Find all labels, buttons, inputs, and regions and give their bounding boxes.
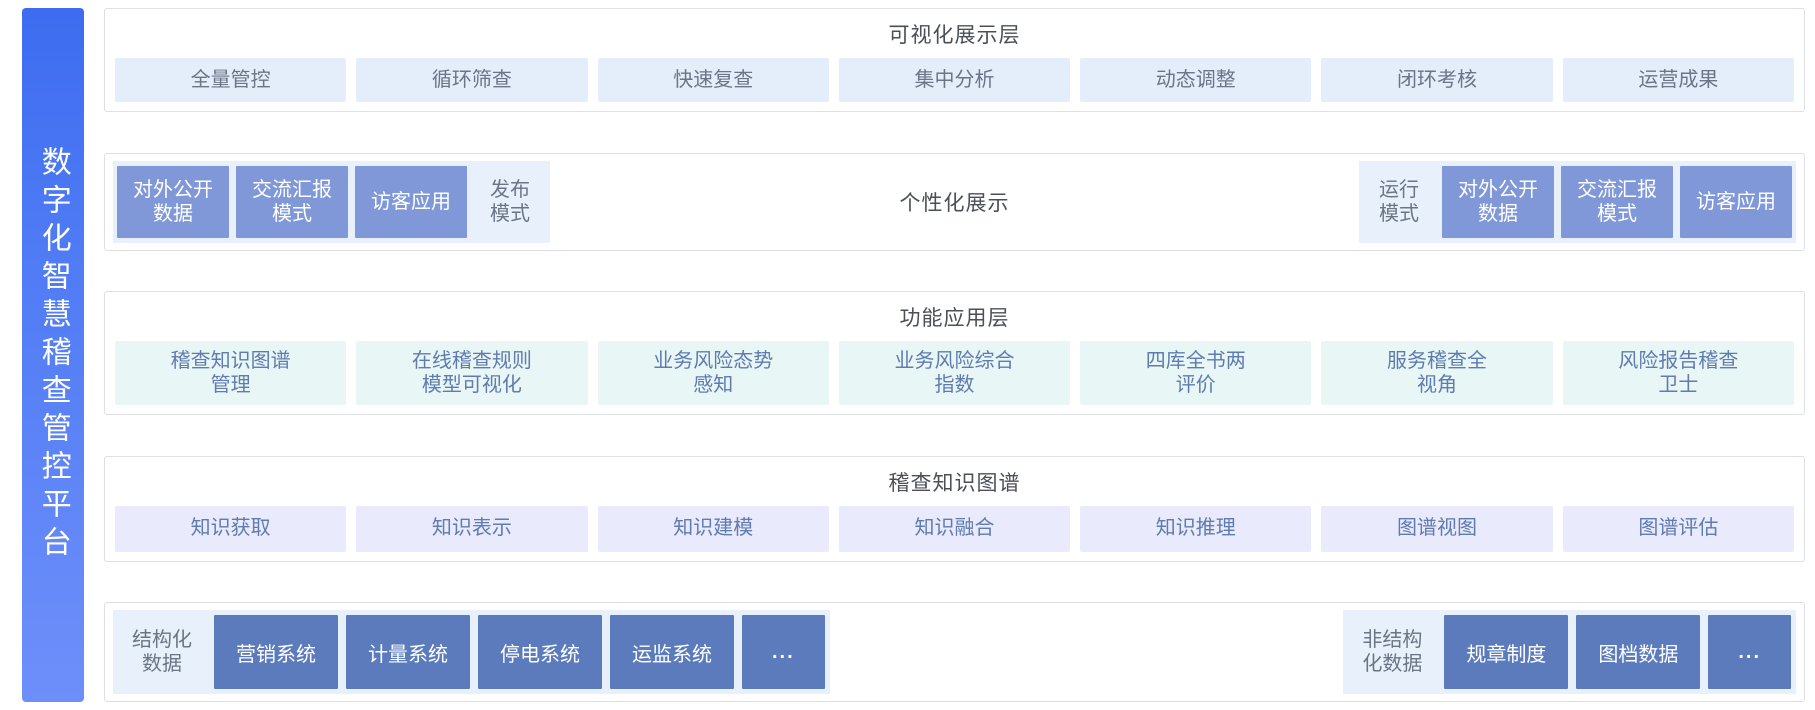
kg-item[interactable]: 知识推理 <box>1080 505 1312 552</box>
func-item[interactable]: 服务稽查全 视角 <box>1321 341 1553 405</box>
layer-visualization-title: 可视化展示层 <box>888 24 1021 47</box>
layer-functional-application: 功能应用层 稽查知识图谱 管理 在线稽查规则 模型可视化 业务风险态势 感知 业… <box>104 291 1805 415</box>
personalized-band: 对外公开 数据 交流汇报 模式 访客应用 发布 模式 个性化展示 运行 模式 对… <box>113 160 1796 243</box>
structured-system-marketing[interactable]: 营销系统 <box>214 615 338 689</box>
vis-item[interactable]: 动态调整 <box>1080 58 1312 102</box>
run-tile-visitor-app[interactable]: 访客应用 <box>1680 165 1792 238</box>
run-tile-report-mode[interactable]: 交流汇报 模式 <box>1561 165 1673 238</box>
structured-data-label: 结构化 数据 <box>132 628 192 675</box>
unstructured-system-drawings[interactable]: 图档数据 <box>1576 615 1701 689</box>
layer-personalized-display: 对外公开 数据 交流汇报 模式 访客应用 发布 模式 个性化展示 运行 模式 对… <box>104 152 1805 251</box>
layer-data-sources: 结构化 数据 营销系统 计量系统 停电系统 运监系统 ... 非结构 化数据 规… <box>104 602 1805 702</box>
structured-system-outage[interactable]: 停电系统 <box>478 615 602 689</box>
publish-mode-label: 发布 模式 <box>490 178 530 225</box>
layer-visualization-items: 全量管控 循环筛查 快速复查 集中分析 动态调整 闭环考核 运营成果 <box>115 58 1794 102</box>
vis-item[interactable]: 循环筛查 <box>356 58 588 102</box>
layer-stack: 可视化展示层 全量管控 循环筛查 快速复查 集中分析 动态调整 闭环考核 运营成… <box>104 8 1805 702</box>
kg-item[interactable]: 知识融合 <box>838 505 1071 552</box>
run-mode-label: 运行 模式 <box>1379 178 1419 225</box>
structured-system-monitoring[interactable]: 运监系统 <box>610 615 734 689</box>
layer-visualization: 可视化展示层 全量管控 循环筛查 快速复查 集中分析 动态调整 闭环考核 运营成… <box>104 8 1805 112</box>
layer-functional-items: 稽查知识图谱 管理 在线稽查规则 模型可视化 业务风险态势 感知 业务风险综合 … <box>115 341 1794 405</box>
func-item[interactable]: 稽查知识图谱 管理 <box>115 341 347 405</box>
publish-mode-group: 对外公开 数据 交流汇报 模式 访客应用 发布 模式 <box>113 160 550 243</box>
func-item[interactable]: 业务风险态势 感知 <box>597 341 829 405</box>
structured-system-metering[interactable]: 计量系统 <box>346 615 470 689</box>
kg-item[interactable]: 图谱评估 <box>1562 505 1794 552</box>
data-band: 结构化 数据 营销系统 计量系统 停电系统 运监系统 ... 非结构 化数据 规… <box>113 610 1796 694</box>
vis-item[interactable]: 闭环考核 <box>1321 58 1553 102</box>
platform-title-bar: 数字化智慧稽查管控平台 <box>22 8 84 702</box>
kg-item[interactable]: 知识获取 <box>115 505 347 552</box>
func-item[interactable]: 四库全书两 评价 <box>1080 341 1312 405</box>
run-mode-group: 运行 模式 对外公开 数据 交流汇报 模式 访客应用 <box>1359 160 1796 243</box>
layer-knowledge-graph-items: 知识获取 知识表示 知识建模 知识融合 知识推理 图谱视图 图谱评估 <box>115 505 1794 552</box>
kg-item[interactable]: 知识表示 <box>356 505 588 552</box>
kg-item[interactable]: 知识建模 <box>597 505 829 552</box>
func-item[interactable]: 风险报告稽查 卫士 <box>1562 341 1794 405</box>
vis-item[interactable]: 集中分析 <box>838 58 1071 102</box>
layer-knowledge-graph-title: 稽查知识图谱 <box>888 471 1021 495</box>
layer-functional-title: 功能应用层 <box>899 307 1010 330</box>
structured-data-group: 结构化 数据 营销系统 计量系统 停电系统 运监系统 ... <box>113 610 830 694</box>
vis-item[interactable]: 快速复查 <box>597 58 829 102</box>
vis-item[interactable]: 全量管控 <box>115 58 347 102</box>
unstructured-data-group: 非结构 化数据 规章制度 图档数据 ... <box>1343 610 1796 694</box>
unstructured-system-more[interactable]: ... <box>1708 615 1791 689</box>
structured-system-more[interactable]: ... <box>742 615 825 689</box>
kg-item[interactable]: 图谱视图 <box>1321 505 1553 552</box>
run-tile-public-data[interactable]: 对外公开 数据 <box>1442 165 1554 238</box>
func-item[interactable]: 业务风险综合 指数 <box>838 341 1071 405</box>
publish-tile-public-data[interactable]: 对外公开 数据 <box>117 165 229 238</box>
vis-item[interactable]: 运营成果 <box>1562 58 1794 102</box>
unstructured-data-label: 非结构 化数据 <box>1362 628 1423 675</box>
layer-knowledge-graph: 稽查知识图谱 知识获取 知识表示 知识建模 知识融合 知识推理 图谱视图 图谱评… <box>104 455 1805 562</box>
publish-tile-report-mode[interactable]: 交流汇报 模式 <box>236 165 348 238</box>
personalized-display-title: 个性化展示 <box>550 160 1359 243</box>
func-item[interactable]: 在线稽查规则 模型可视化 <box>356 341 588 405</box>
unstructured-system-regulations[interactable]: 规章制度 <box>1444 615 1569 689</box>
platform-title: 数字化智慧稽查管控平台 <box>36 146 70 564</box>
publish-tile-visitor-app[interactable]: 访客应用 <box>355 165 467 238</box>
data-band-spacer <box>848 610 1326 694</box>
